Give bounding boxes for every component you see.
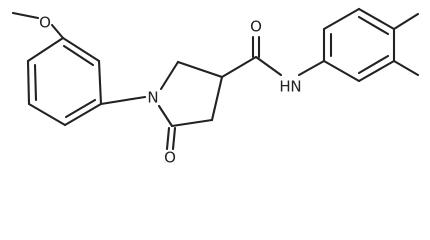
molecule-structure-diagram: O N O O H N — [11, 7, 420, 167]
ring-bond — [26, 59, 31, 106]
bond-aryl-nitrogen — [99, 95, 147, 106]
bond-methyl-oxygen — [11, 11, 40, 20]
ring-bond — [97, 59, 103, 106]
ring-bond — [357, 7, 396, 31]
bond-methyl — [392, 12, 420, 31]
atom-label-amide-oxygen: O — [250, 18, 262, 36]
ring-bond — [61, 36, 101, 63]
ring-bond — [176, 60, 224, 79]
methyl-groups — [392, 12, 420, 77]
bond-ketone — [165, 126, 171, 151]
bond-methyl — [392, 59, 420, 77]
bond-carbonyl-nitrogen — [254, 55, 283, 77]
ring-double-bond-inner — [62, 44, 95, 67]
ring-double-bond-inner — [357, 15, 390, 36]
atom-label-ring-nitrogen: N — [147, 89, 158, 107]
bond-nitrogen-aryl — [297, 59, 326, 77]
ring-bond — [357, 59, 396, 83]
ring-bond — [157, 104, 174, 128]
atom-label-methoxy-oxygen: O — [39, 14, 51, 32]
ring-bond — [159, 60, 180, 91]
bond-ring-carbonyl — [220, 55, 258, 79]
ring-double-bond-inner — [357, 54, 390, 75]
ring-bond — [210, 75, 224, 122]
bond-ketone — [171, 126, 177, 151]
methoxy-group — [11, 11, 65, 40]
atom-label-amide-hydrogen: H — [279, 78, 290, 96]
atom-label-amide-nitrogen: N — [290, 78, 301, 96]
amide-group — [220, 35, 326, 79]
ring-bond — [27, 102, 67, 127]
ring-double-bond-inner — [33, 63, 38, 102]
ring-bond — [63, 102, 103, 127]
ring-bond — [26, 36, 65, 63]
dimethylphenyl-ring — [322, 7, 396, 83]
pyrrolidinone-ring — [157, 60, 224, 128]
ring-bond — [322, 59, 361, 83]
ring-bond — [170, 118, 214, 128]
ring-double-bond-inner — [64, 98, 97, 119]
methoxyphenyl-ring — [26, 36, 103, 127]
bond-oxygen-ring — [50, 23, 65, 40]
ring-bond — [322, 7, 361, 31]
atom-label-ketone-oxygen: O — [164, 149, 176, 167]
ketone-double-bond — [165, 126, 177, 151]
